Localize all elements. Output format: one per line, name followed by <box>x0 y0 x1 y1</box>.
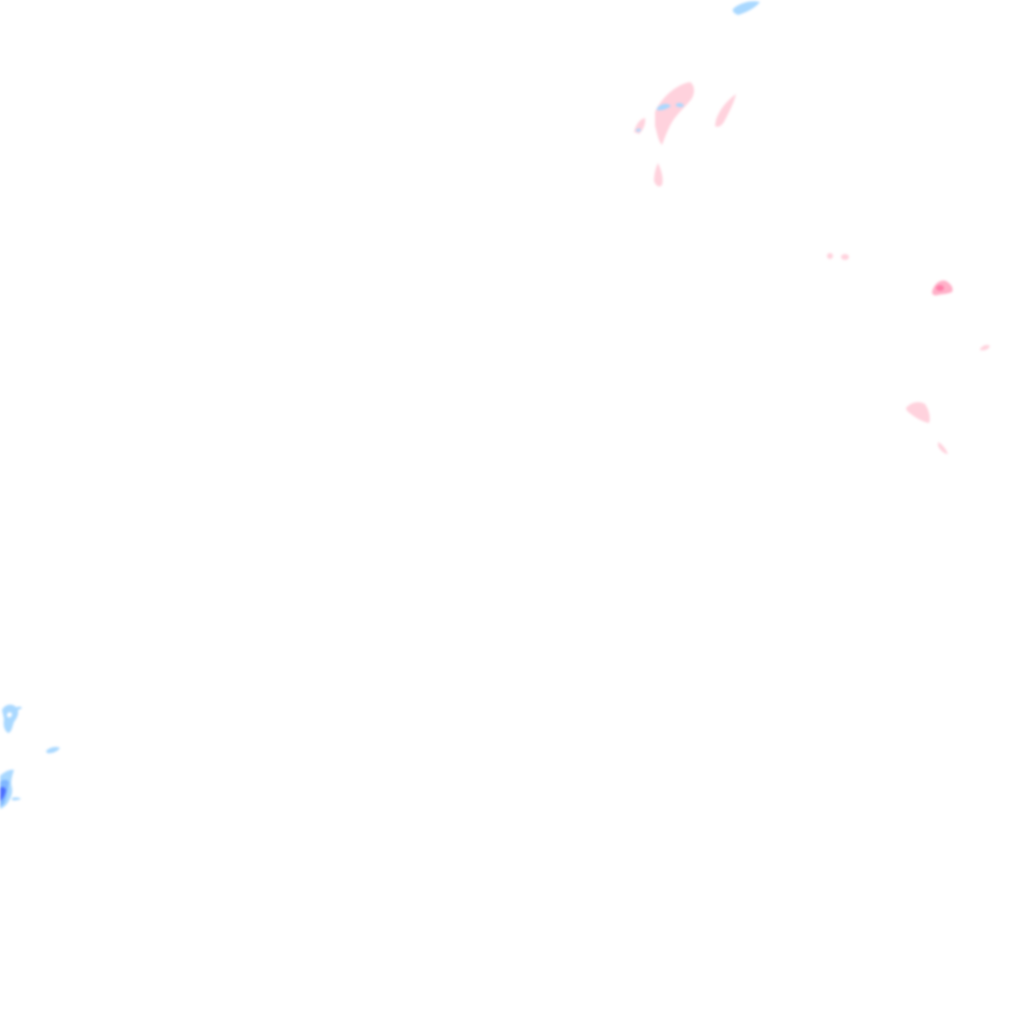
mixed-echo-dot <box>841 254 849 260</box>
mixed-echo-shape <box>715 94 736 127</box>
rain-echo-hole <box>7 712 12 718</box>
rain-spot <box>657 103 671 111</box>
echo-pink-cluster-2 <box>715 94 736 127</box>
echo-pink-east-1 <box>906 402 930 423</box>
echo-blue-west-3 <box>0 769 21 809</box>
echo-blue-west-2 <box>46 747 60 754</box>
mixed-echo-shape <box>655 82 695 145</box>
rain-echo-shape <box>732 1 760 15</box>
echo-pink-core <box>932 280 953 296</box>
rain-echo-shape <box>12 797 21 801</box>
rain-spot <box>676 102 684 108</box>
echo-pink-small-2 <box>980 345 990 351</box>
echo-pink-streak <box>654 163 663 187</box>
mixed-echo-shape <box>980 345 990 351</box>
echo-pink-cluster-1 <box>634 82 695 145</box>
mixed-echo-shape <box>906 402 930 423</box>
rain-echo-shape <box>14 706 22 711</box>
rain-echo-shape <box>2 704 19 733</box>
mixed-echo-core <box>936 285 944 291</box>
mixed-echo-shape <box>938 442 948 454</box>
rain-echo-shape <box>46 747 60 754</box>
echo-nw-blue-top <box>732 1 760 15</box>
mixed-echo-dot <box>827 253 833 259</box>
rain-echo-core <box>0 786 6 801</box>
echo-pink-east-2 <box>938 442 948 454</box>
echo-blue-west-1 <box>2 704 22 733</box>
echo-pink-small-1 <box>827 253 849 260</box>
mixed-echo-shape <box>654 163 663 187</box>
rain-spot <box>636 128 641 132</box>
